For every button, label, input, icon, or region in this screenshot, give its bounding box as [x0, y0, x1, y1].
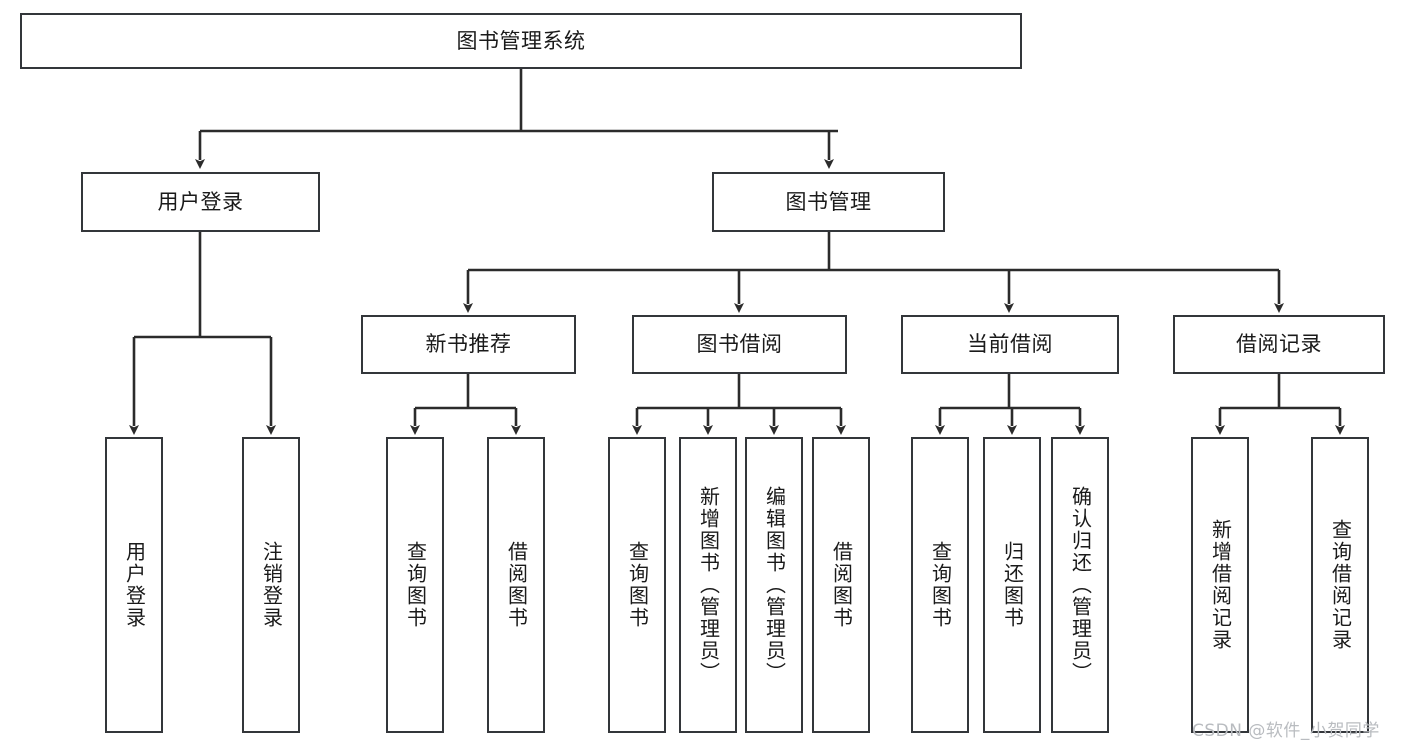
node-leaf-query-book-1-label: 查询图书: [403, 541, 428, 629]
node-leaf-user-login[interactable]: 用户登录: [105, 437, 163, 733]
node-leaf-edit-book[interactable]: 编辑图书（管理员）: [745, 437, 803, 733]
node-leaf-borrow-book-1-label: 借阅图书: [504, 541, 529, 629]
node-leaf-query-record[interactable]: 查询借阅记录: [1311, 437, 1369, 733]
node-leaf-edit-book-label: 编辑图书（管理员）: [762, 486, 787, 684]
node-leaf-user-logout[interactable]: 注销登录: [242, 437, 300, 733]
node-leaf-confirm-return-label: 确认归还（管理员）: [1068, 486, 1093, 684]
node-leaf-return-book-label: 归还图书: [1000, 541, 1025, 629]
node-new-book-recommend-label: 新书推荐: [425, 332, 512, 357]
node-leaf-user-login-label: 用户登录: [122, 541, 147, 629]
node-book-borrow-label: 图书借阅: [696, 332, 783, 357]
node-root-label: 图书管理系统: [456, 28, 586, 53]
node-leaf-query-book-2-label: 查询图书: [625, 541, 650, 629]
node-book-manage-label: 图书管理: [785, 189, 872, 214]
node-leaf-add-record[interactable]: 新增借阅记录: [1191, 437, 1249, 733]
node-borrow-record-label: 借阅记录: [1236, 332, 1322, 357]
node-root[interactable]: 图书管理系统: [20, 13, 1022, 69]
node-leaf-query-book-3-label: 查询图书: [928, 541, 953, 629]
node-user-login-label: 用户登录: [157, 189, 244, 214]
node-current-borrow[interactable]: 当前借阅: [901, 315, 1119, 374]
node-user-login[interactable]: 用户登录: [81, 172, 320, 232]
node-book-borrow[interactable]: 图书借阅: [632, 315, 847, 374]
node-borrow-record[interactable]: 借阅记录: [1173, 315, 1385, 374]
node-leaf-confirm-return[interactable]: 确认归还（管理员）: [1051, 437, 1109, 733]
node-leaf-borrow-book-1[interactable]: 借阅图书: [487, 437, 545, 733]
node-leaf-user-logout-label: 注销登录: [259, 541, 284, 629]
node-book-manage[interactable]: 图书管理: [712, 172, 945, 232]
node-leaf-add-book[interactable]: 新增图书（管理员）: [679, 437, 737, 733]
node-leaf-add-record-label: 新增借阅记录: [1208, 519, 1233, 651]
node-leaf-query-book-1[interactable]: 查询图书: [386, 437, 444, 733]
node-leaf-query-book-2[interactable]: 查询图书: [608, 437, 666, 733]
node-leaf-query-book-3[interactable]: 查询图书: [911, 437, 969, 733]
node-leaf-add-book-label: 新增图书（管理员）: [696, 486, 721, 684]
node-current-borrow-label: 当前借阅: [967, 332, 1053, 357]
node-leaf-borrow-book-2[interactable]: 借阅图书: [812, 437, 870, 733]
node-leaf-borrow-book-2-label: 借阅图书: [829, 541, 854, 629]
node-leaf-return-book[interactable]: 归还图书: [983, 437, 1041, 733]
node-new-book-recommend[interactable]: 新书推荐: [361, 315, 576, 374]
node-leaf-query-record-label: 查询借阅记录: [1328, 519, 1353, 651]
